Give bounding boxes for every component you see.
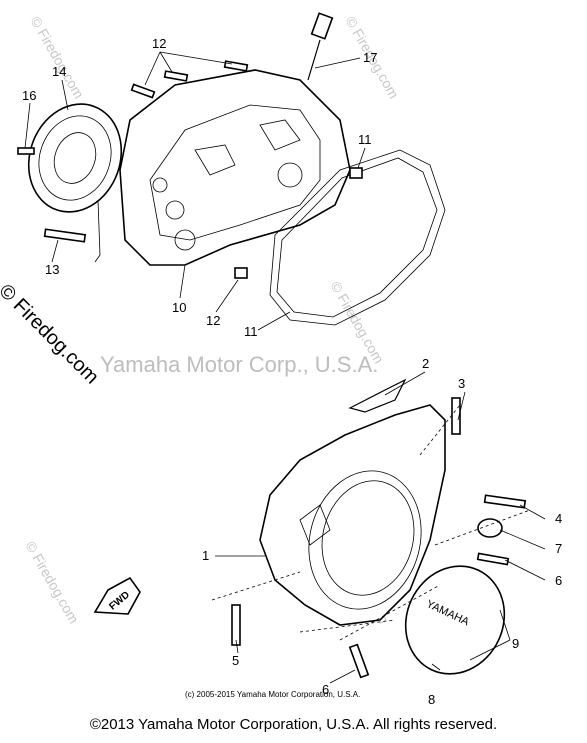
callout-6-right: 6 bbox=[555, 573, 562, 588]
round-plate-part bbox=[27, 103, 123, 213]
watermark-lower-left: © Firedog.com bbox=[22, 539, 82, 627]
callout-4: 4 bbox=[555, 511, 562, 526]
dowel-12-bottom bbox=[234, 267, 248, 279]
callout-16: 16 bbox=[22, 88, 36, 103]
bolt-6-right bbox=[476, 552, 510, 566]
callout-6-lower: 6 bbox=[322, 682, 329, 697]
bolt-13a bbox=[130, 83, 156, 99]
dowel-12-top bbox=[349, 167, 363, 179]
clip-part bbox=[348, 378, 407, 413]
bolt-4 bbox=[483, 494, 527, 509]
bolt-5 bbox=[231, 604, 241, 646]
bolt-14 bbox=[43, 228, 87, 243]
bolt-3 bbox=[451, 397, 461, 435]
callout-12-top: 11 bbox=[358, 132, 372, 147]
bolt-13c bbox=[223, 60, 249, 72]
cap-7 bbox=[477, 518, 503, 538]
side-cover-part: YAMAHA bbox=[404, 565, 506, 675]
oil-plug-part bbox=[307, 12, 334, 81]
callout-12-bottom: 12 bbox=[206, 313, 220, 328]
callout-14: 13 bbox=[45, 262, 59, 277]
inner-credit: (c) 2005-2015 Yamaha Motor Corporation, … bbox=[185, 690, 361, 699]
bolt-16 bbox=[17, 147, 35, 155]
crankcase-cover-part bbox=[119, 69, 351, 266]
callout-5: 5 bbox=[232, 653, 239, 668]
callout-13: 12 bbox=[152, 36, 166, 51]
copyright-footer: ©2013 Yamaha Motor Corporation, U.S.A. A… bbox=[89, 716, 498, 733]
main-cover-part bbox=[259, 404, 446, 626]
callout-7: 7 bbox=[555, 541, 562, 556]
gasket-part bbox=[269, 149, 446, 326]
callout-8: 8 bbox=[428, 692, 435, 707]
callout-1: 1 bbox=[202, 548, 209, 563]
bolt-6-lower bbox=[348, 643, 370, 679]
callout-11: 11 bbox=[244, 324, 258, 339]
callout-3: 3 bbox=[458, 376, 465, 391]
callout-15: 14 bbox=[52, 64, 66, 79]
callout-17: 17 bbox=[363, 50, 377, 65]
bolt-13b bbox=[163, 70, 189, 82]
callout-2: 2 bbox=[422, 356, 429, 371]
fwd-arrow-badge: FWD bbox=[93, 576, 141, 615]
watermark-center: Yamaha Motor Corp., U.S.A. bbox=[100, 352, 378, 377]
callout-10: 10 bbox=[172, 300, 186, 315]
callout-9: 9 bbox=[512, 636, 519, 651]
